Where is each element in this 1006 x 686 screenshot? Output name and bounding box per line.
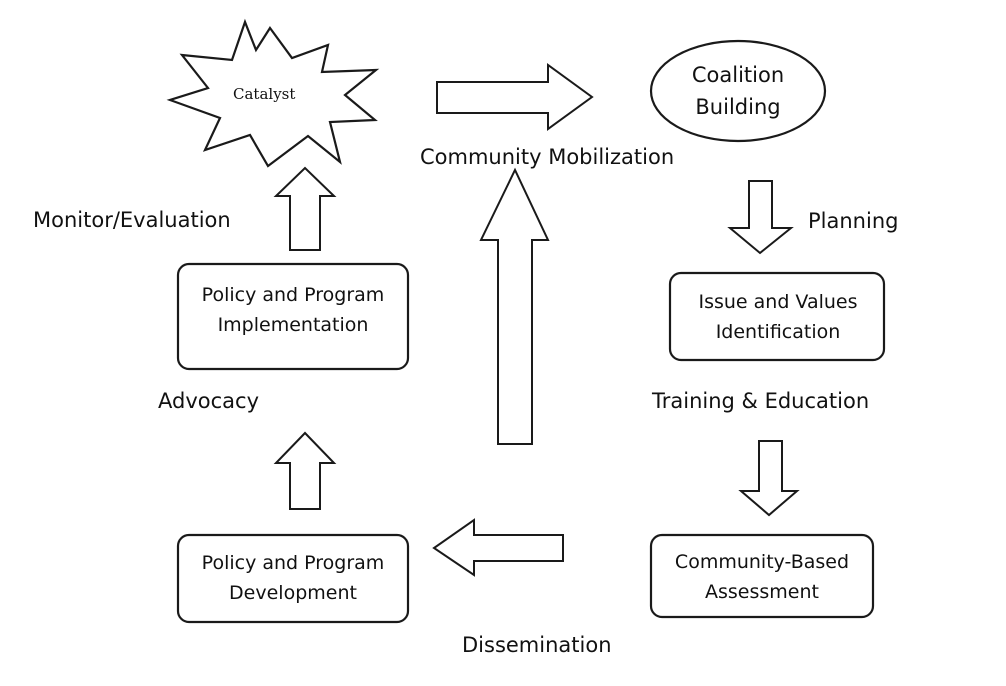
arrow-up-advocacy	[273, 431, 337, 510]
stage-planning: Planning	[808, 209, 899, 233]
arrow-right-mobilization	[436, 63, 594, 131]
program-implementation-box	[176, 262, 410, 371]
stage-monitor-evaluation: Monitor/Evaluation	[33, 208, 231, 232]
arrow-up-monitor	[273, 166, 337, 251]
stage-training-education: Training & Education	[652, 389, 870, 413]
coalition-building-label: Coalition Building	[691, 63, 785, 119]
arrow-down-planning	[727, 180, 794, 255]
assessment-label: Community-Based Assessment	[674, 551, 850, 603]
coalition-building-ellipse	[649, 39, 827, 143]
arrow-down-training	[738, 440, 800, 517]
assessment-box	[649, 533, 875, 619]
catalyst-label: Catalyst	[233, 85, 296, 103]
stage-dissemination: Dissemination	[462, 633, 612, 657]
arrow-left-dissemination	[432, 518, 564, 577]
program-development-label: Policy and Program Development	[201, 552, 385, 604]
stage-advocacy: Advocacy	[158, 389, 259, 413]
program-development-box	[176, 533, 410, 624]
issue-values-label: Issue and Values Identification	[698, 291, 858, 343]
arrow-up-mobilization	[479, 167, 550, 445]
issue-values-box	[668, 271, 886, 362]
stage-community-mobilization: Community Mobilization	[420, 145, 675, 169]
catalyst-starburst	[166, 18, 380, 168]
program-implementation-label: Policy and Program Implementation	[201, 284, 385, 336]
